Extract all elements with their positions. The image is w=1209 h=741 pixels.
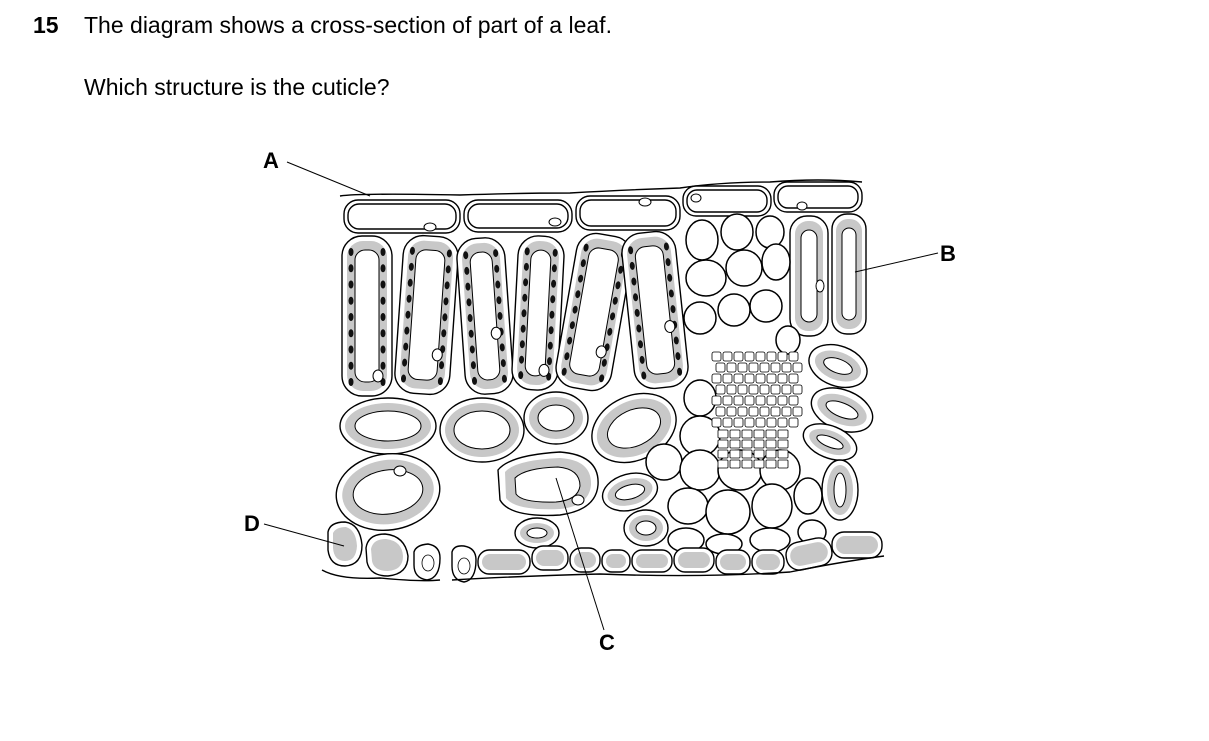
palisade-cell — [394, 234, 459, 396]
upper-epidermis — [343, 181, 863, 234]
label-b-line — [854, 252, 939, 273]
palisade-cell — [621, 230, 689, 390]
right-palisade-cells — [789, 213, 874, 521]
question-number: 15 — [33, 12, 59, 38]
vascular-bundle — [645, 213, 827, 555]
label-c: C — [599, 630, 615, 655]
palisade-cell — [341, 235, 393, 397]
label-a-line — [286, 161, 371, 197]
question-text: The diagram shows a cross-section of par… — [84, 12, 612, 38]
question-prompt: Which structure is the cuticle? — [84, 74, 390, 100]
upper-cuticle — [339, 179, 863, 197]
label-d-line — [263, 523, 345, 547]
label-a: A — [263, 148, 279, 173]
palisade-cell — [555, 232, 633, 392]
lower-epidermis — [321, 521, 885, 583]
label-b: B — [940, 241, 956, 266]
palisade-cell — [456, 237, 514, 395]
palisade-cell — [511, 235, 565, 391]
label-c-line — [555, 477, 605, 631]
palisade-mesophyll — [341, 230, 689, 397]
label-d: D — [244, 511, 260, 536]
spongy-mesophyll — [335, 391, 677, 549]
